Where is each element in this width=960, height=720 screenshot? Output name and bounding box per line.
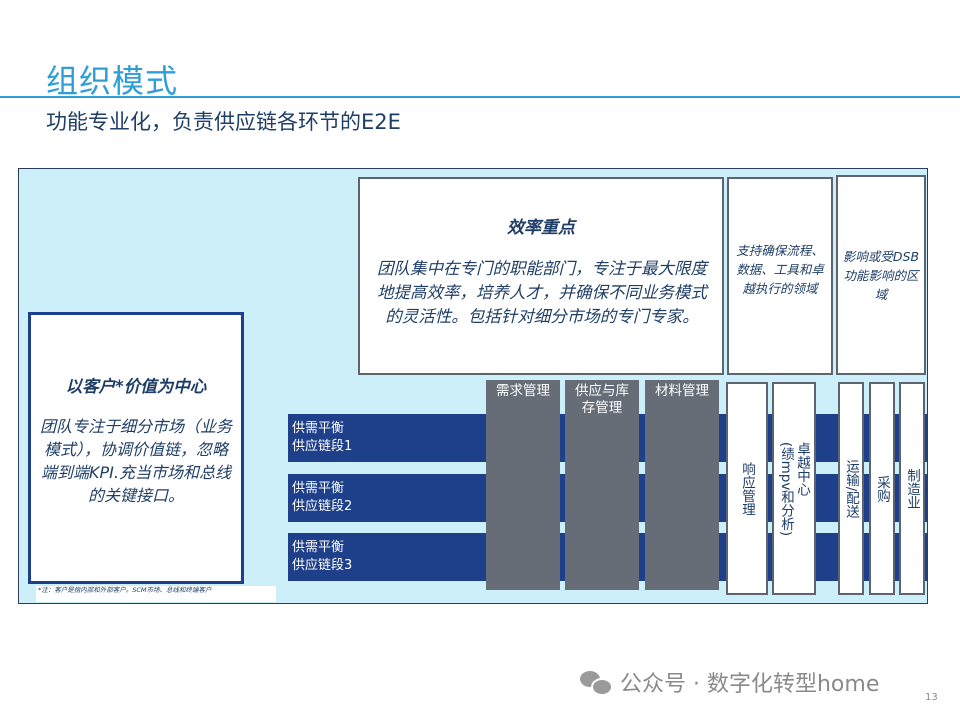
- customer-body: 团队专注于细分市场（业务模式），协调价值链，忽略端到端KPI.充当市场和总线的关…: [39, 417, 232, 505]
- efficiency-box: 效率重点 团队集中在专门的职能部门，专注于最大限度地提高效率，培养人才，并确保不…: [358, 177, 724, 375]
- footer-watermark: 公众号 · 数字化转型home: [580, 666, 879, 698]
- vbox-label: 采购: [874, 475, 890, 502]
- column-demand-management: 需求管理: [486, 380, 560, 590]
- customer-title: 以客户*价值为中心: [65, 377, 207, 396]
- vbox-label: 运输/配送: [843, 459, 859, 518]
- customer-footnote: *注：客户是指内部和外部客户。SCM市场、总线和终端客户: [36, 586, 276, 602]
- column-header: 材料管理: [655, 383, 709, 399]
- vbox-label: 卓越中心 (绩mpv和分析): [778, 441, 810, 536]
- vbox-label: 制造业: [904, 468, 920, 509]
- page-number: 13: [925, 692, 938, 703]
- slide-subtitle: 功能专业化，负责供应链各环节的E2E: [46, 110, 401, 134]
- customer-box: 以客户*价值为中心 团队专注于细分市场（业务模式），协调价值链，忽略端到端KPI…: [28, 312, 244, 584]
- vbox-manufacturing: 制造业: [899, 382, 925, 595]
- footer-text: 公众号 · 数字化转型home: [620, 672, 880, 697]
- column-header: 需求管理: [496, 383, 550, 399]
- vbox-transport: 运输/配送: [838, 382, 864, 595]
- dsb-box-text: 影响或受DSB功能影响的区域: [842, 249, 920, 302]
- column-supply-inventory: 供应与库存管理: [565, 380, 639, 590]
- vbox-label: 响应管理: [739, 461, 755, 516]
- dsb-box: 影响或受DSB功能影响的区域: [836, 175, 926, 375]
- supply-band-label: 供需平衡 供应链段2: [292, 481, 353, 514]
- vbox-response-management: 响应管理: [726, 382, 768, 595]
- slide-title: 组织模式: [46, 62, 179, 100]
- supply-band-label: 供需平衡 供应链段1: [292, 421, 353, 454]
- title-divider: [0, 96, 960, 98]
- column-header: 供应与库存管理: [575, 383, 629, 416]
- wechat-icon: [580, 669, 613, 696]
- support-box-text: 支持确保流程、数据、工具和卓越执行的领域: [736, 243, 824, 296]
- column-materials-management: 材料管理: [645, 380, 719, 590]
- vbox-center-of-excellence: 卓越中心 (绩mpv和分析): [772, 382, 816, 595]
- efficiency-title: 效率重点: [507, 218, 575, 238]
- support-box: 支持确保流程、数据、工具和卓越执行的领域: [727, 177, 833, 375]
- efficiency-body: 团队集中在专门的职能部门，专注于最大限度地提高效率，培养人才，并确保不同业务模式…: [377, 259, 707, 326]
- vbox-procurement: 采购: [869, 382, 895, 595]
- supply-band-label: 供需平衡 供应链段3: [292, 540, 353, 573]
